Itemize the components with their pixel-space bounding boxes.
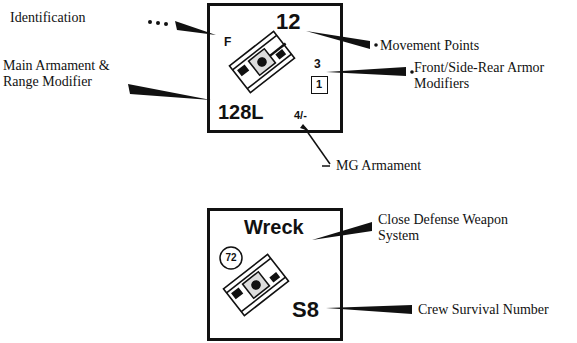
defense-circle: 72	[219, 246, 243, 270]
counter-value: Wreck	[244, 217, 304, 237]
callout-label: Close Defense Weapon System	[378, 212, 538, 244]
counter-value: 4/-	[294, 110, 307, 121]
callout-label: MG Armament	[336, 158, 421, 174]
counter-value: 128L	[218, 102, 264, 122]
counter-value: 3	[314, 58, 321, 70]
counter-value: 12	[276, 11, 300, 33]
unit-counter: F 12 3 128L 4/- 1	[207, 3, 343, 133]
wreck-counter: WreckS8 72	[207, 208, 343, 341]
counter-value: S8	[292, 299, 319, 321]
callout-label: Crew Survival Number	[418, 302, 549, 318]
callout-label: Identification	[10, 10, 85, 26]
counter-value: 72	[225, 253, 236, 263]
callout-label: Main Armament & Range Modifier	[3, 58, 128, 90]
callout-label: Movement Points	[380, 38, 479, 54]
counter-value: 1	[316, 79, 322, 90]
tank-illustration	[229, 30, 296, 93]
counter-value: F	[224, 36, 231, 48]
callout-label: Front/Side-Rear Armor Modifiers	[414, 60, 564, 92]
mg-leader-dash	[322, 165, 330, 167]
armor-modifier-box: 1	[311, 76, 328, 94]
